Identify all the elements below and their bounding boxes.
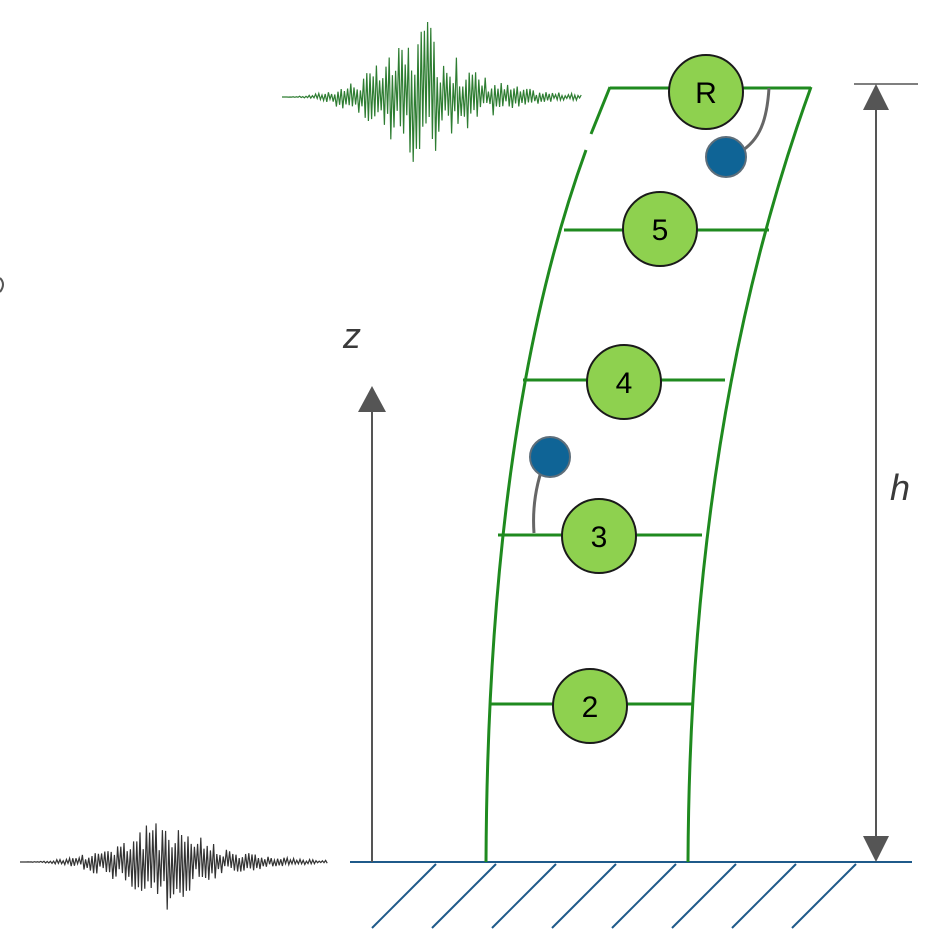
floor-node-3: 3: [561, 498, 637, 574]
edge-arc: [0, 277, 4, 293]
base-acceleration-signal: [20, 823, 328, 910]
floor-node-roof-label: R: [695, 77, 717, 110]
ground-hatching: [371, 863, 857, 929]
height-arrowhead-bottom: [863, 836, 889, 862]
top-acceleration-signal: [282, 21, 582, 162]
sensor-roof: [705, 136, 747, 178]
floor-node-4-label: 4: [616, 367, 633, 400]
sensor-floor-3: [529, 436, 571, 478]
height-arrowhead-top: [863, 84, 889, 110]
floor-node-3-label: 3: [591, 521, 608, 554]
z-axis-arrowhead: [358, 386, 386, 412]
z-axis-label: z: [342, 315, 361, 356]
floor-node-5: 5: [622, 191, 698, 267]
left-column-top: [589, 86, 612, 135]
right-column: [686, 86, 813, 863]
floor-node-2: 2: [552, 668, 628, 744]
floor-node-4: 4: [586, 344, 662, 420]
floor-node-2-label: 2: [582, 691, 599, 724]
height-label: h: [890, 467, 910, 508]
sensor-arm-roof: [739, 87, 771, 154]
left-column: [484, 149, 588, 863]
floor-node-roof: R: [668, 54, 744, 130]
floor-node-5-label: 5: [652, 214, 669, 247]
